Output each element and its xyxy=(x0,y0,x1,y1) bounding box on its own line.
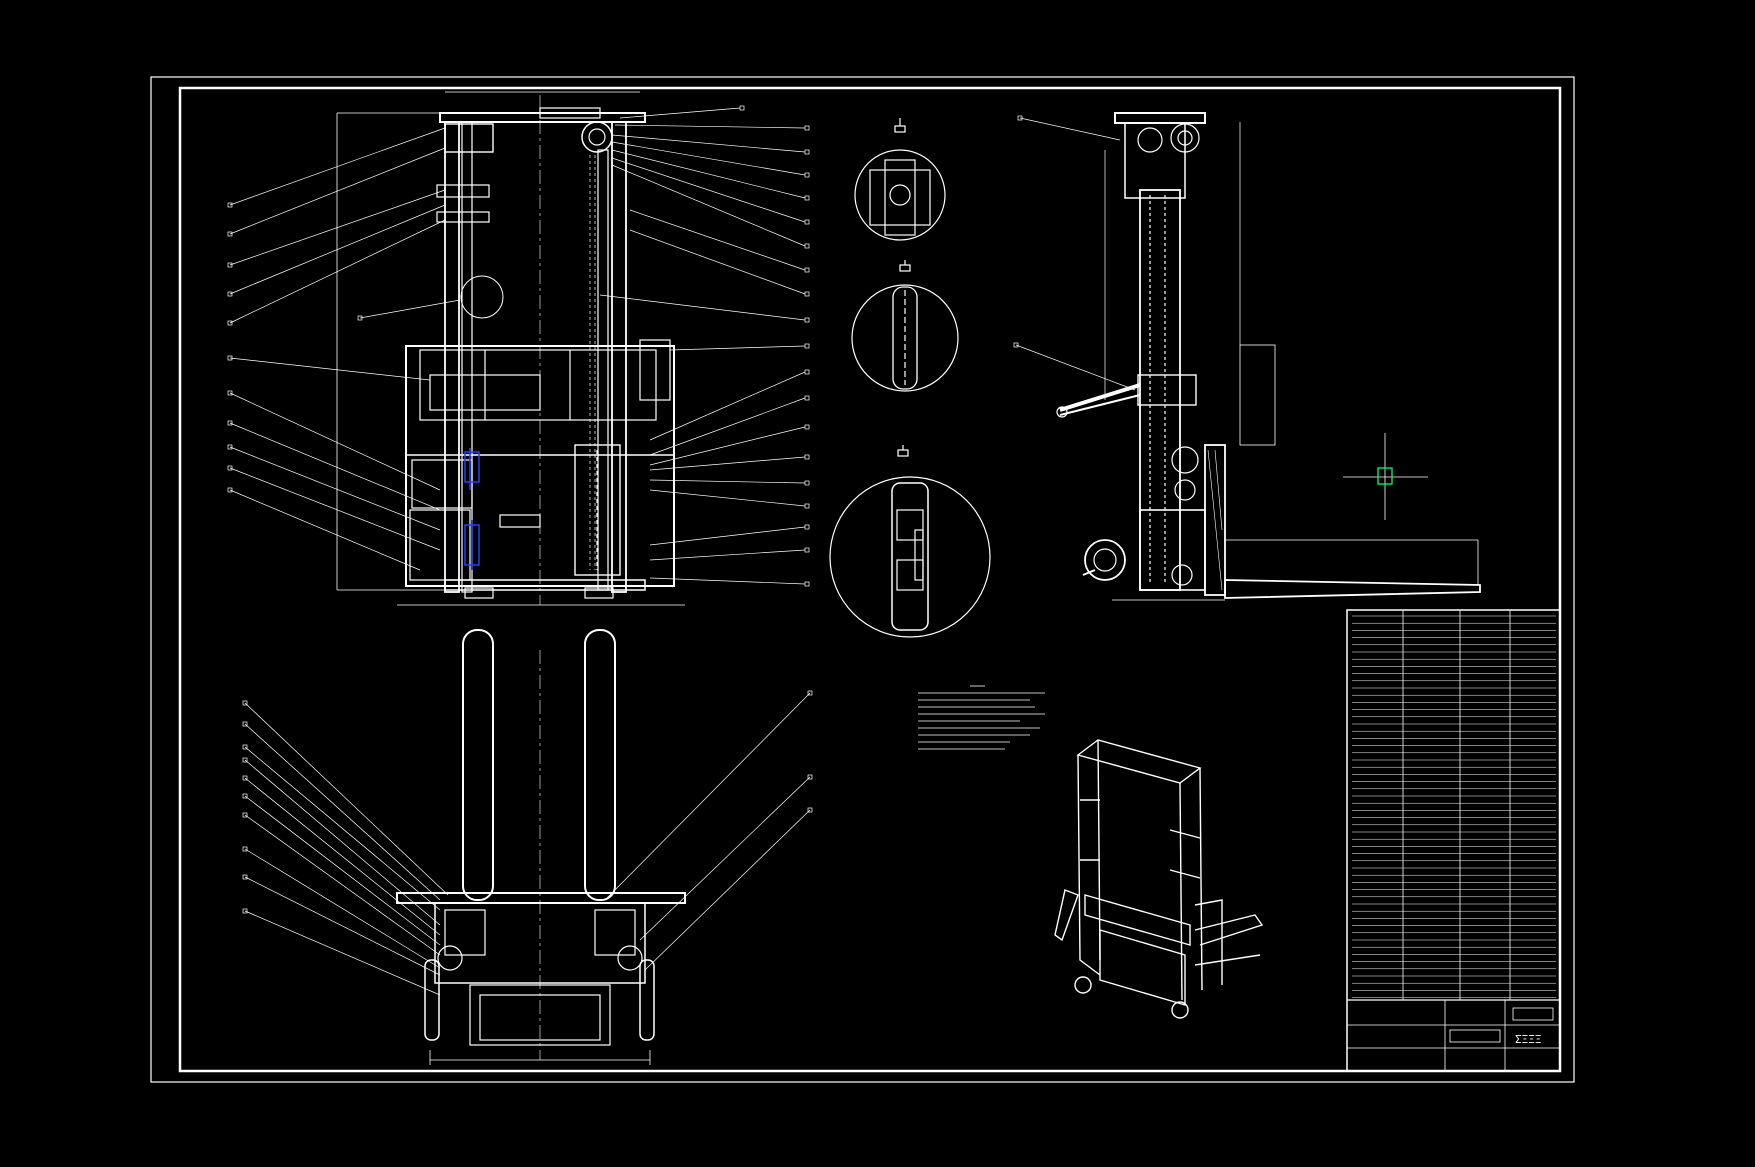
side-view xyxy=(1013,112,1481,601)
title-block-code: ΣΞΞΞ xyxy=(1515,1033,1542,1046)
sheet-outer-border xyxy=(150,76,1575,1083)
cad-crosshair-cursor xyxy=(1343,433,1428,520)
hydraulic-highlight xyxy=(464,448,480,570)
isometric-view xyxy=(1054,739,1264,1019)
front-view xyxy=(227,91,810,606)
detail-views xyxy=(829,118,991,638)
title-block xyxy=(1346,609,1561,1072)
technical-notes xyxy=(918,685,1045,750)
top-view xyxy=(242,629,813,1065)
sheet-inner-frame xyxy=(178,86,1562,1073)
